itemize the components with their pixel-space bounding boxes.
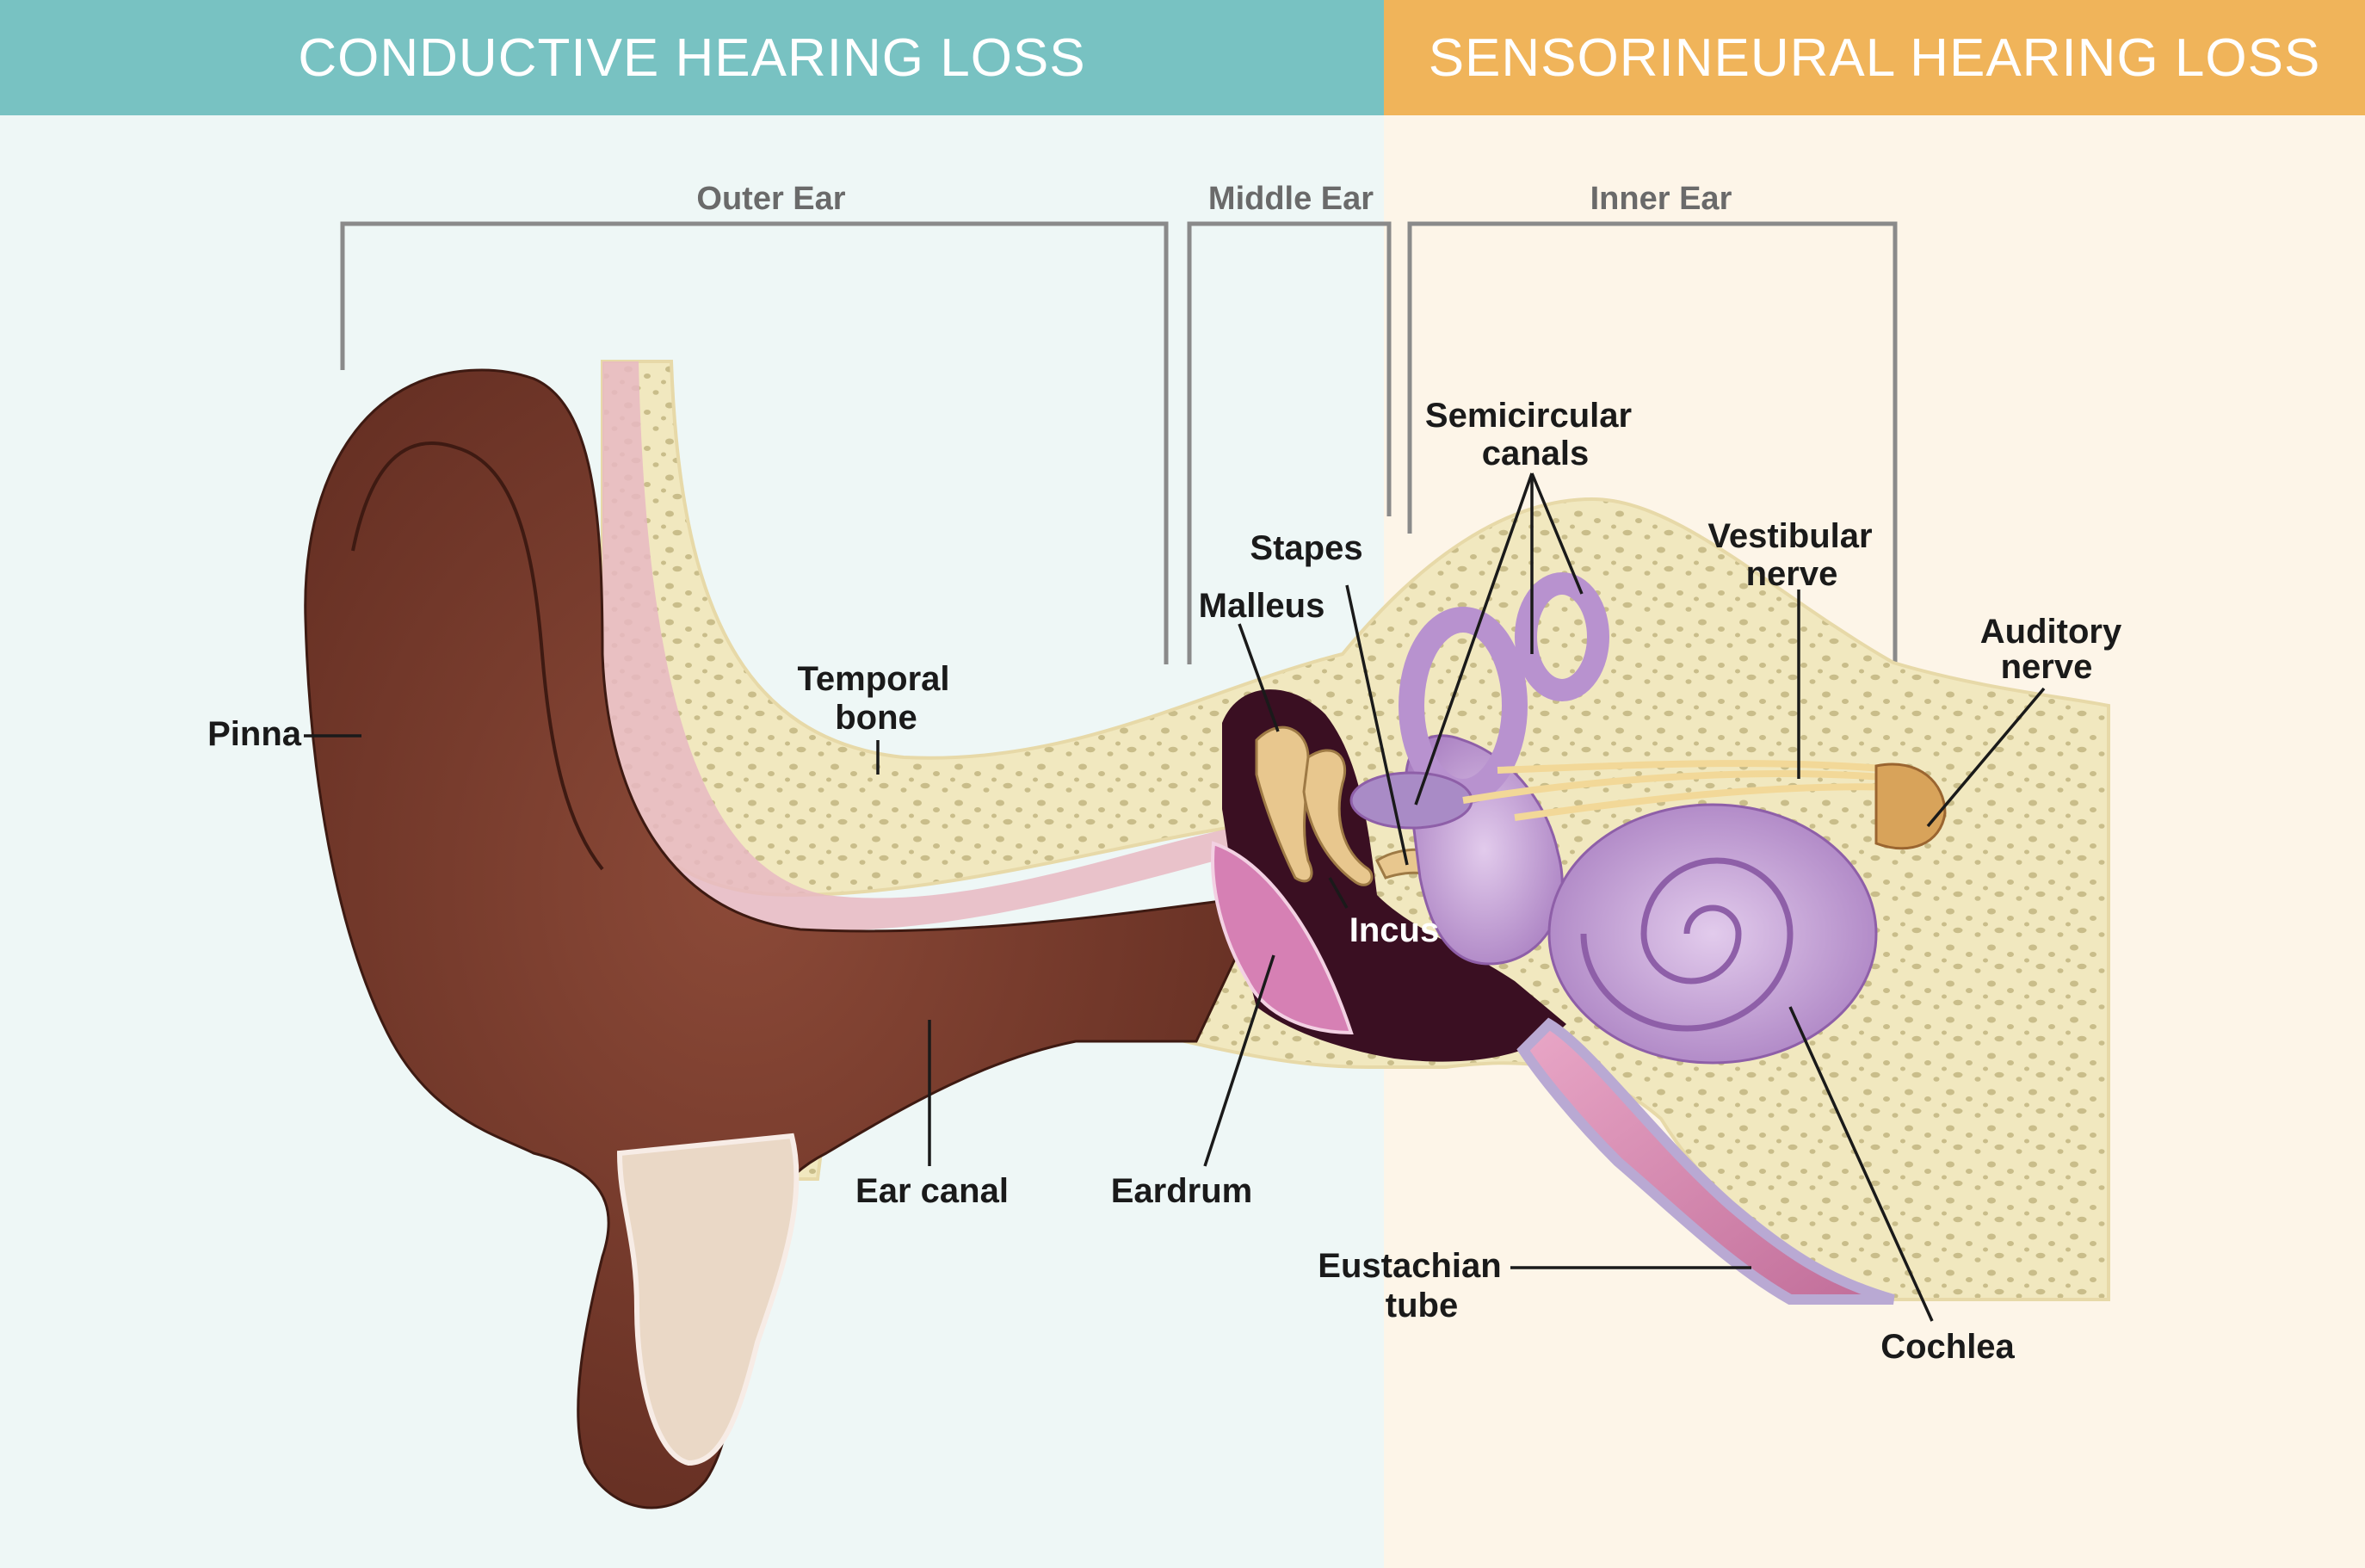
semicircular-canals-label-line2: canals — [1482, 435, 1590, 472]
vestibular-nerve-label-line2: nerve — [1746, 555, 1838, 593]
cochlea-label: Cochlea — [1880, 1328, 2015, 1366]
outer-ear-bracket — [340, 221, 1169, 664]
eustachian-tube-label-line2: tube — [1386, 1287, 1458, 1324]
eardrum — [1211, 841, 1354, 1035]
auditory-nerve — [1874, 762, 1947, 850]
inner-ear-label: Inner Ear — [1590, 181, 1732, 217]
ear-canal-label: Ear canal — [855, 1172, 1009, 1210]
malleus-label: Malleus — [1199, 587, 1325, 625]
auditory-nerve-label-line2: nerve — [2001, 648, 2093, 686]
cochlea — [1547, 803, 1878, 1065]
pinna-fold — [351, 441, 604, 871]
eustachian-tube-label-line1: Eustachian — [1318, 1247, 1501, 1285]
temporal-bone-label-line2: bone — [835, 699, 917, 737]
cochlea-spiral — [1580, 857, 1794, 1032]
semicircular-canal-2 — [1515, 572, 1609, 701]
incus-label: Incus — [1349, 911, 1439, 949]
vestibular-nerve-label-line1: Vestibular — [1707, 517, 1872, 555]
sensorineural-hearing-loss-banner: SENSORINEURAL HEARING LOSS — [1384, 0, 2365, 115]
stapes-label: Stapes — [1250, 529, 1362, 567]
pinna-label: Pinna — [207, 715, 302, 753]
auditory-nerve-label-line1: Auditory — [1980, 613, 2122, 651]
semicircular-canal-3 — [1349, 771, 1473, 830]
eardrum-label: Eardrum — [1111, 1172, 1253, 1210]
leader-lines — [304, 472, 2046, 1322]
inner-ear-bracket — [1407, 221, 1898, 664]
outer-ear-label: Outer Ear — [696, 181, 845, 217]
eustachian-tube — [1516, 1017, 1895, 1305]
conductive-hearing-loss-banner: CONDUCTIVE HEARING LOSS — [0, 0, 1384, 115]
vestibular-nerve — [1462, 760, 1903, 821]
earlobe-cartilage — [616, 1133, 800, 1466]
incus — [1302, 749, 1374, 886]
semicircular-canals-label-line1: Semicircular — [1425, 397, 1632, 435]
temporal-bone-label-line1: Temporal — [797, 660, 949, 698]
middle-ear-bracket — [1187, 221, 1392, 664]
malleus — [1255, 725, 1313, 883]
middle-ear-label: Middle Ear — [1208, 181, 1374, 217]
pinna — [304, 368, 1268, 1509]
